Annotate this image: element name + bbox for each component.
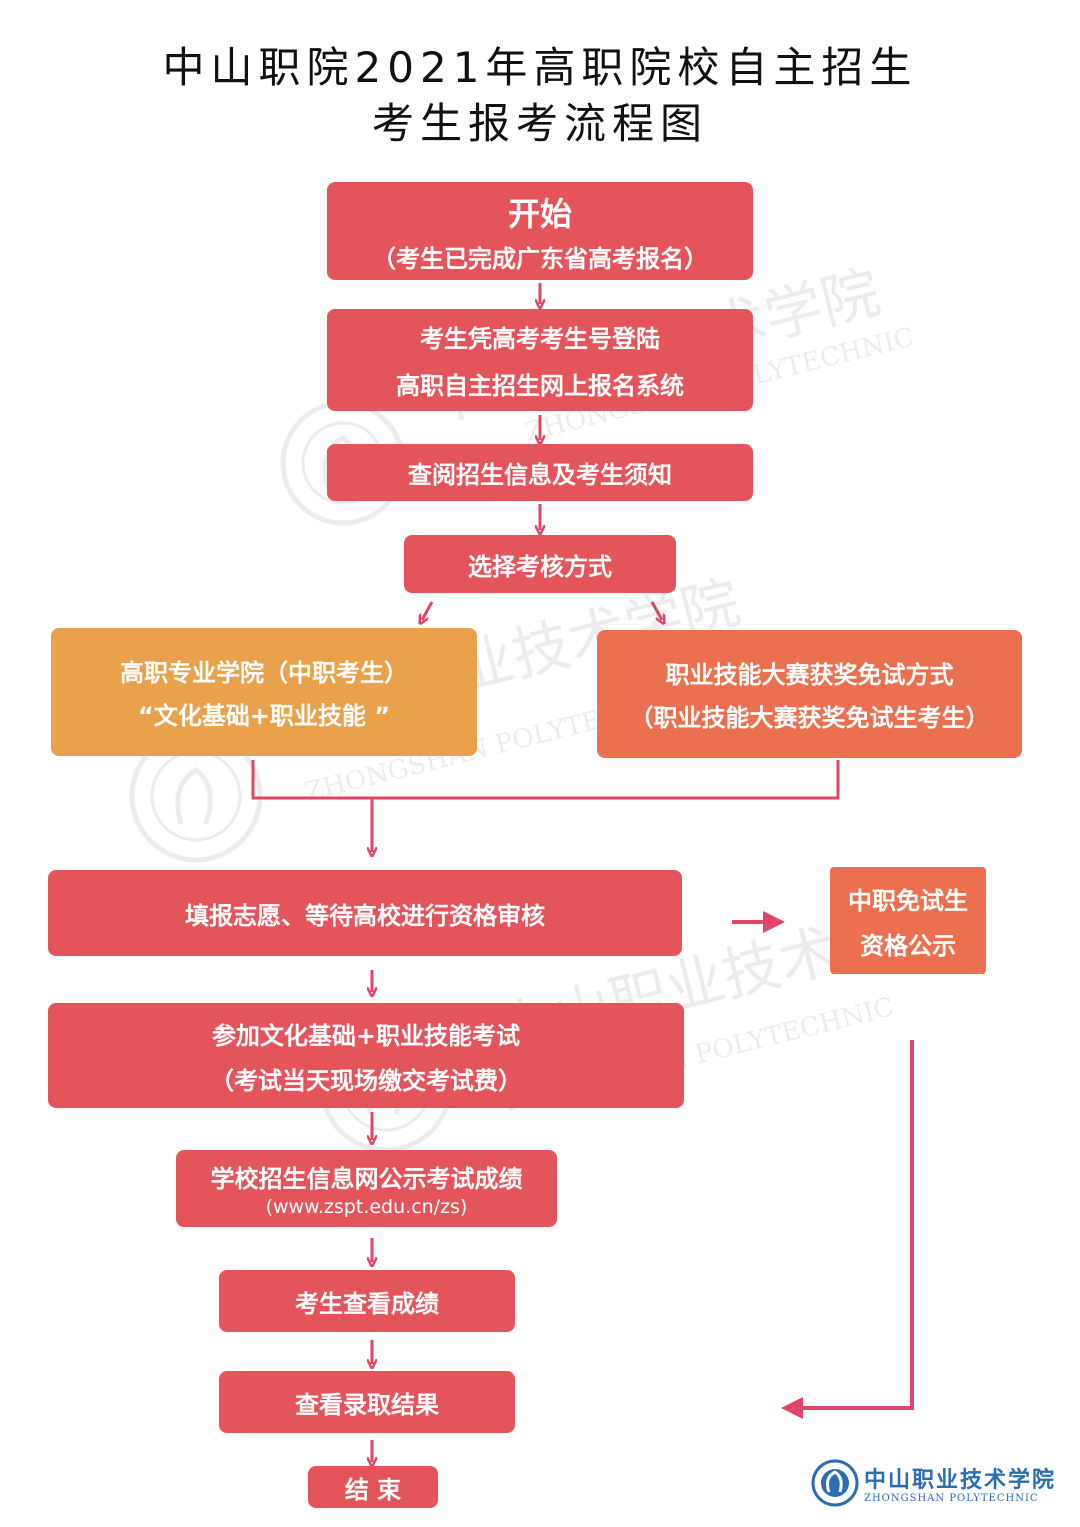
node-check-scores: 考生查看成绩 [219,1270,515,1332]
diagram-title-line1: 中山职院2021年高职院校自主招生 [162,43,918,92]
node-login: 考生凭高考考生号登陆 高职自主招生网上报名系统 [327,309,753,411]
node-start-label: 开始 [507,194,572,233]
node-branch-left-line1: 高职专业学院（中职考生） [120,659,408,687]
node-branch-right-line1: 职业技能大赛获奖免试方式 [665,661,954,689]
node-branch-left: 高职专业学院（中职考生） “文化基础+职业技能 ” [51,628,477,756]
node-take-exam-line2: （考试当天现场缴交考试费） [210,1066,522,1095]
node-branch-left-line2: “文化基础+职业技能 ” [137,702,390,730]
logo-text-en: ZHONGSHAN POLYTECHNIC [864,1493,1039,1504]
arrow-choose-to-right [650,601,662,620]
node-review-info-label: 查阅招生信息及考生须知 [408,461,672,489]
diagram-title-line2: 考生报考流程图 [371,99,708,148]
node-login-line2: 高职自主招生网上报名系统 [396,372,684,400]
node-choose-method: 选择考核方式 [404,535,676,593]
node-end: 结 束 [308,1466,438,1508]
node-check-admission-label: 查看录取结果 [295,1390,439,1419]
branch-merge-line [251,760,840,800]
node-end-label: 结 束 [344,1475,402,1504]
node-take-exam: 参加文化基础+职业技能考试 （考试当天现场缴交考试费） [48,1003,684,1108]
node-check-admission: 查看录取结果 [219,1371,515,1433]
node-publish-scores-line1: 学校招生信息网公示考试成绩 [210,1165,523,1193]
arrow-choose-to-left [422,601,434,620]
arrow-exempt-to-admission [781,1040,914,1419]
logo-text-cn: 中山职业技术学院 [864,1467,1057,1493]
node-fill-choice-label: 填报志愿、等待高校进行资格审核 [185,901,545,930]
node-exempt-publicity-line1: 中职免试生 [848,886,968,915]
node-start: 开始 （考生已完成广东省高考报名） [327,182,753,280]
school-logo-icon [811,1459,859,1507]
node-exempt-publicity: 中职免试生 资格公示 [830,867,986,974]
node-publish-scores: 学校招生信息网公示考试成绩 (www.zspt.edu.cn/zs) [176,1150,557,1227]
node-review-info: 查阅招生信息及考生须知 [327,444,753,501]
node-check-scores-label: 考生查看成绩 [295,1289,439,1318]
node-exempt-publicity-line2: 资格公示 [860,931,956,960]
node-login-line1: 考生凭高考考生号登陆 [420,325,660,353]
node-choose-method-label: 选择考核方式 [468,552,612,581]
node-branch-right-line2: （职业技能大赛获奖免试生考生） [629,704,990,732]
node-take-exam-line1: 参加文化基础+职业技能考试 [211,1021,521,1050]
node-publish-scores-url: (www.zspt.edu.cn/zs) [265,1196,468,1218]
node-fill-choice: 填报志愿、等待高校进行资格审核 [48,870,682,956]
node-branch-right: 职业技能大赛获奖免试方式 （职业技能大赛获奖免试生考生） [597,630,1022,758]
node-start-sub: （考生已完成广东省高考报名） [372,244,708,273]
